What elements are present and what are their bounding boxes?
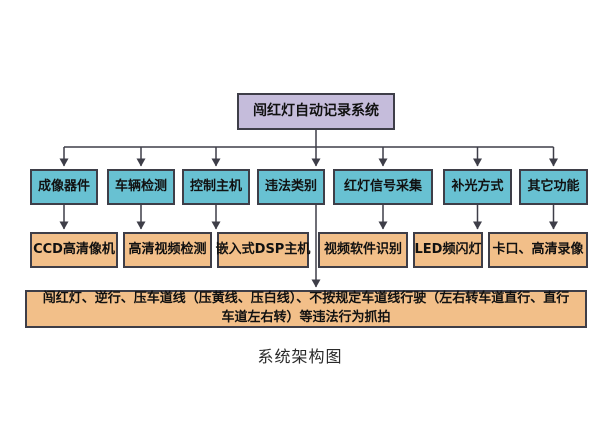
- node-vehicle-detection: 车辆检测: [107, 169, 175, 205]
- diagram-caption: 系统架构图: [257, 347, 343, 366]
- node-led-strobe-light: LED频闪灯: [413, 232, 483, 268]
- violation-description-box: 闯红灯、逆行、压车道线（压黄线、压白线）、不按规定车道线行驶（左右转车道直行、直…: [25, 290, 587, 328]
- node-violation-type: 违法类别: [257, 169, 325, 205]
- node-video-software-recognition: 视频软件识别: [318, 232, 408, 268]
- node-other-functions: 其它功能: [519, 169, 588, 205]
- node-red-light-signal-collection: 红灯信号采集: [333, 169, 433, 205]
- node-checkpoint-hd-recording: 卡口、高清录像: [488, 232, 588, 268]
- node-hd-video-detection: 高清视频检测: [123, 232, 212, 268]
- node-imaging-components: 成像器件: [30, 169, 98, 205]
- node-root-system: 闯红灯自动记录系统: [237, 93, 395, 130]
- node-embedded-dsp-host: 嵌入式DSP主机: [216, 232, 310, 268]
- node-ccd-hd-camera: CCD高清像机: [30, 232, 118, 268]
- node-fill-light-mode: 补光方式: [443, 169, 512, 205]
- node-control-host: 控制主机: [182, 169, 250, 205]
